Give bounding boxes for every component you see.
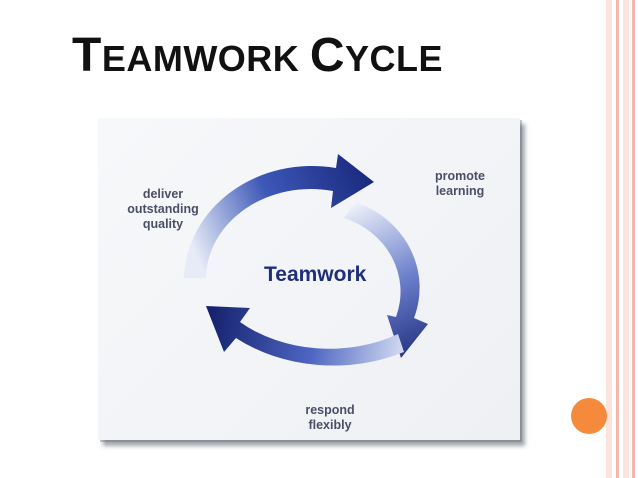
stage-label-deliver-quality: deliver outstanding quality (127, 187, 199, 231)
arrow-bottom-segment (206, 306, 404, 366)
slide-title: TEAMWORK CYCLE (72, 29, 444, 82)
stage-label-respond-flexibly: respond flexibly (305, 403, 355, 432)
arrow-right-segment (344, 202, 428, 358)
stage-label-promote-learning: promote learning (435, 169, 485, 198)
teamwork-cycle-diagram: promote learning respond flexibly delive… (98, 118, 520, 440)
orange-accent-circle (571, 398, 607, 434)
center-label-teamwork: Teamwork (264, 263, 367, 286)
arrow-top-segment (184, 154, 374, 278)
decorative-stripes (606, 0, 635, 478)
